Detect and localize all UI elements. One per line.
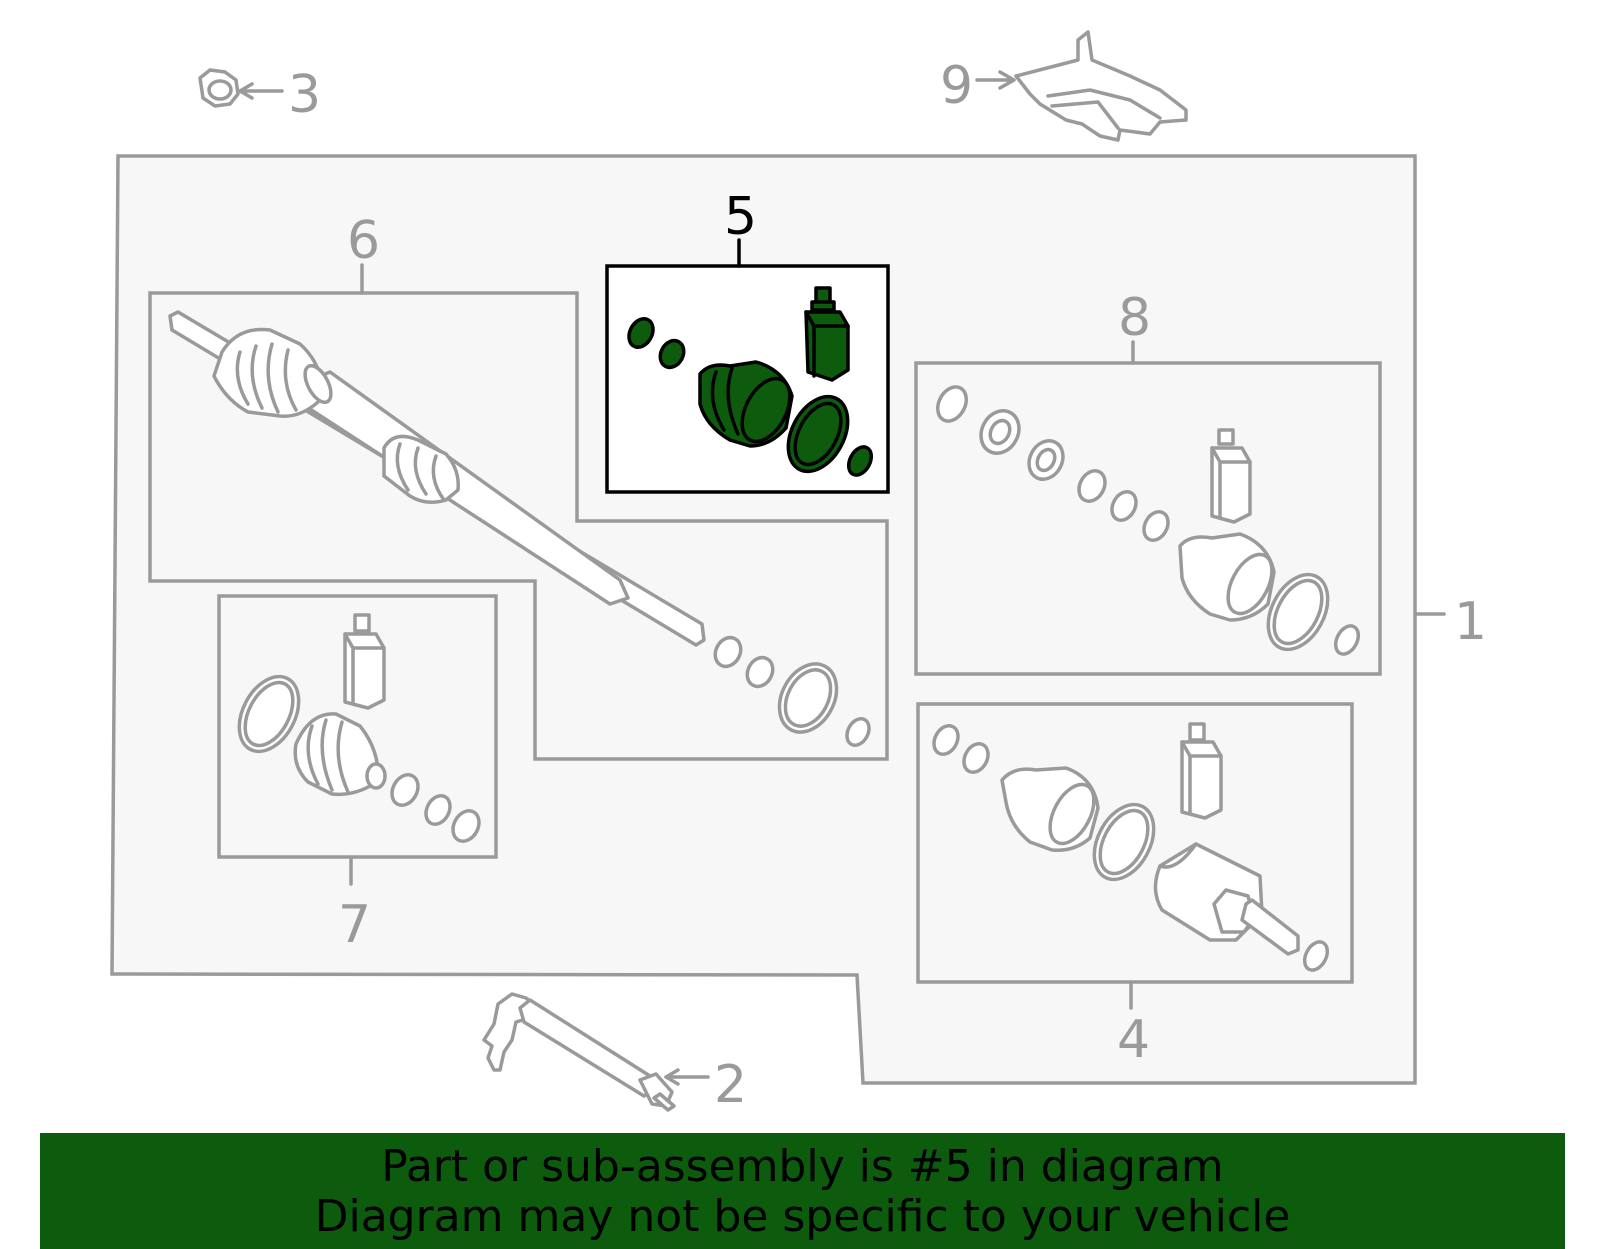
info-banner: Part or sub-assembly is #5 in diagram Di… [40, 1133, 1565, 1249]
part-8-inner-joint-kit[interactable] [932, 382, 1363, 660]
banner-line-1: Part or sub-assembly is #5 in diagram [381, 1141, 1224, 1192]
part-9-shield[interactable] [975, 30, 1188, 142]
part-5-cv-joint-kit[interactable] [624, 286, 876, 482]
callout-3[interactable]: 3 [288, 65, 321, 125]
callout-5[interactable]: 5 [724, 187, 757, 247]
box-7 [217, 594, 498, 859]
part-3-nut[interactable] [198, 68, 284, 108]
assembly-panel [110, 154, 1417, 1085]
callout-2[interactable]: 2 [714, 1055, 747, 1115]
callout-9[interactable]: 9 [940, 56, 973, 116]
callout-8[interactable]: 8 [1118, 288, 1151, 348]
callout-6[interactable]: 6 [347, 211, 380, 271]
callout-1[interactable]: 1 [1454, 592, 1487, 652]
box-4 [916, 702, 1354, 984]
callout-4[interactable]: 4 [1117, 1010, 1150, 1070]
part-4-inner-joint-assembly[interactable] [929, 722, 1332, 974]
part-7-outer-boot-kit[interactable] [227, 613, 484, 846]
box-8 [914, 361, 1382, 676]
banner-line-2: Diagram may not be specific to your vehi… [314, 1191, 1291, 1242]
part-6-axle-shaft[interactable] [168, 310, 873, 749]
callout-7[interactable]: 7 [338, 895, 371, 955]
part-2-intermediate-shaft[interactable] [482, 992, 710, 1112]
box-6 [148, 291, 889, 761]
